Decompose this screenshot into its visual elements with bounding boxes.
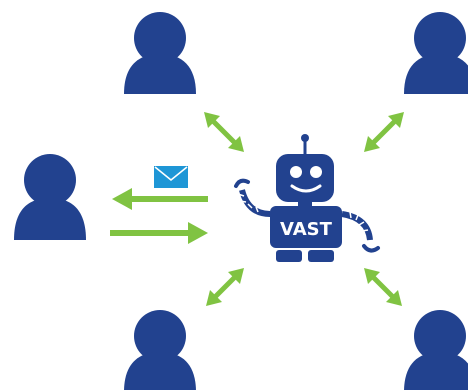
person-left	[14, 154, 86, 240]
envelope-icon	[154, 166, 188, 188]
person-icon	[14, 154, 86, 240]
person-icon	[404, 12, 468, 94]
arrow-to-robot	[110, 222, 208, 244]
robot-right-arm	[341, 211, 380, 253]
arrow-top-left	[204, 112, 244, 152]
arrow-top-right	[364, 112, 404, 152]
arrow-bottom-left	[206, 268, 244, 306]
person-icon	[404, 310, 468, 390]
robot-label: VAST	[280, 219, 333, 240]
person-top-right	[404, 12, 468, 94]
person-bottom-left	[124, 310, 196, 390]
robot-left-arm	[234, 178, 271, 217]
arrow-bottom-right	[364, 268, 402, 306]
robot-icon: VAST	[234, 134, 380, 262]
person-icon	[124, 310, 196, 390]
person-top-left	[124, 12, 196, 94]
arrow-to-person	[112, 188, 208, 210]
person-icon	[124, 12, 196, 94]
person-bottom-right	[404, 310, 468, 390]
